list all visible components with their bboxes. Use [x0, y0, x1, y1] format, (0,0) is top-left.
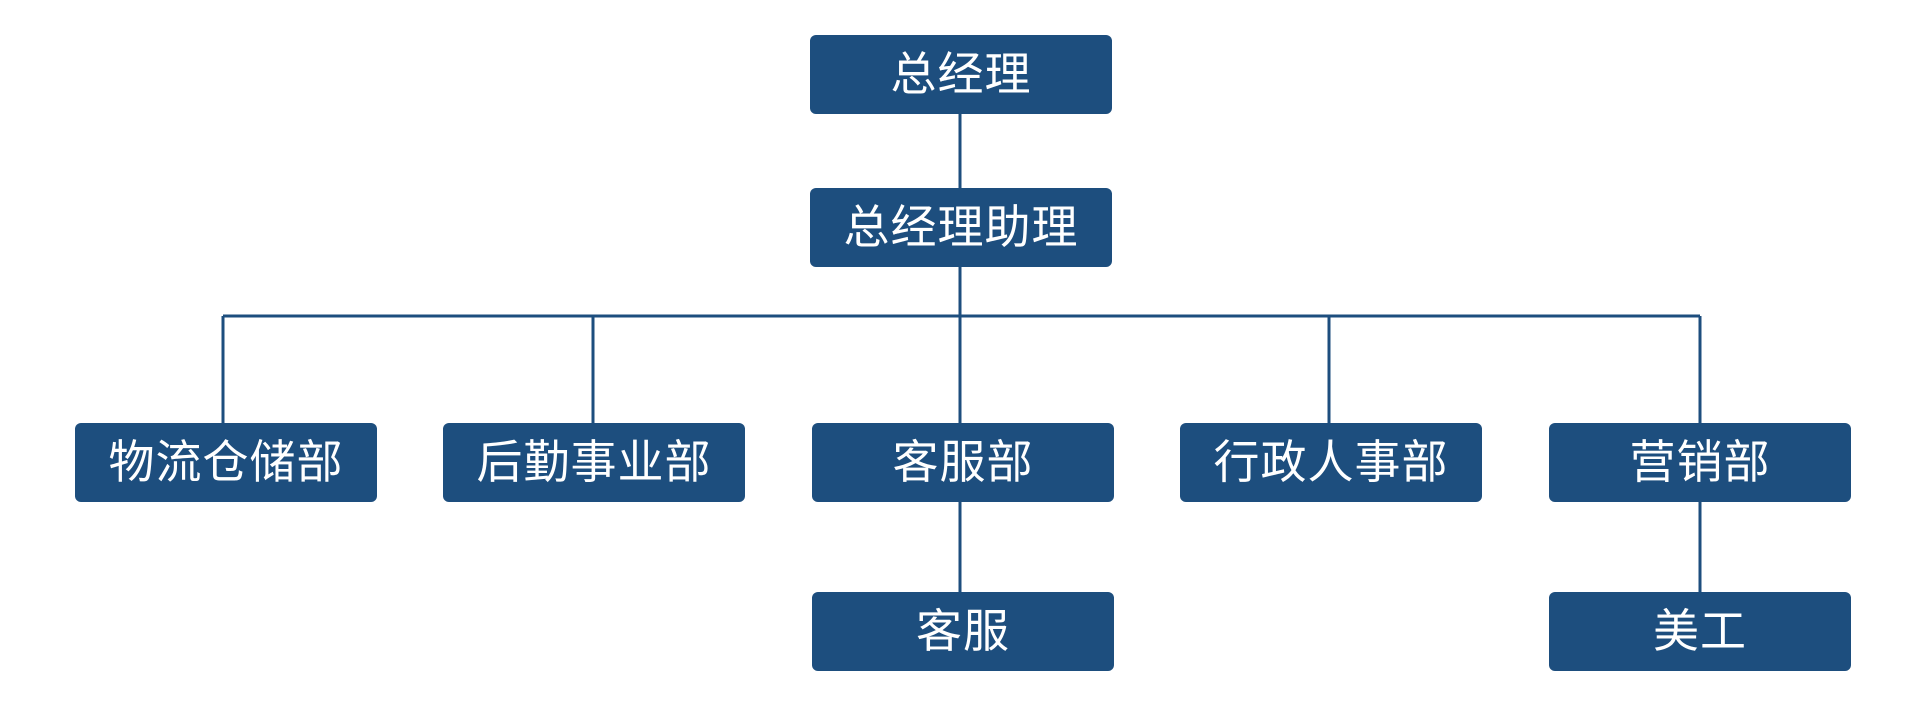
node-department-logistics-support: 后勤事业部	[443, 423, 745, 502]
node-general-manager-assistant: 总经理助理	[810, 188, 1112, 267]
node-department-marketing: 营销部	[1549, 423, 1851, 502]
node-designer: 美工	[1549, 592, 1851, 671]
node-department-logistics: 物流仓储部	[75, 423, 377, 502]
node-department-customer-service: 客服部	[812, 423, 1114, 502]
node-department-admin-hr: 行政人事部	[1180, 423, 1482, 502]
node-general-manager: 总经理	[810, 35, 1112, 114]
node-customer-service-staff: 客服	[812, 592, 1114, 671]
